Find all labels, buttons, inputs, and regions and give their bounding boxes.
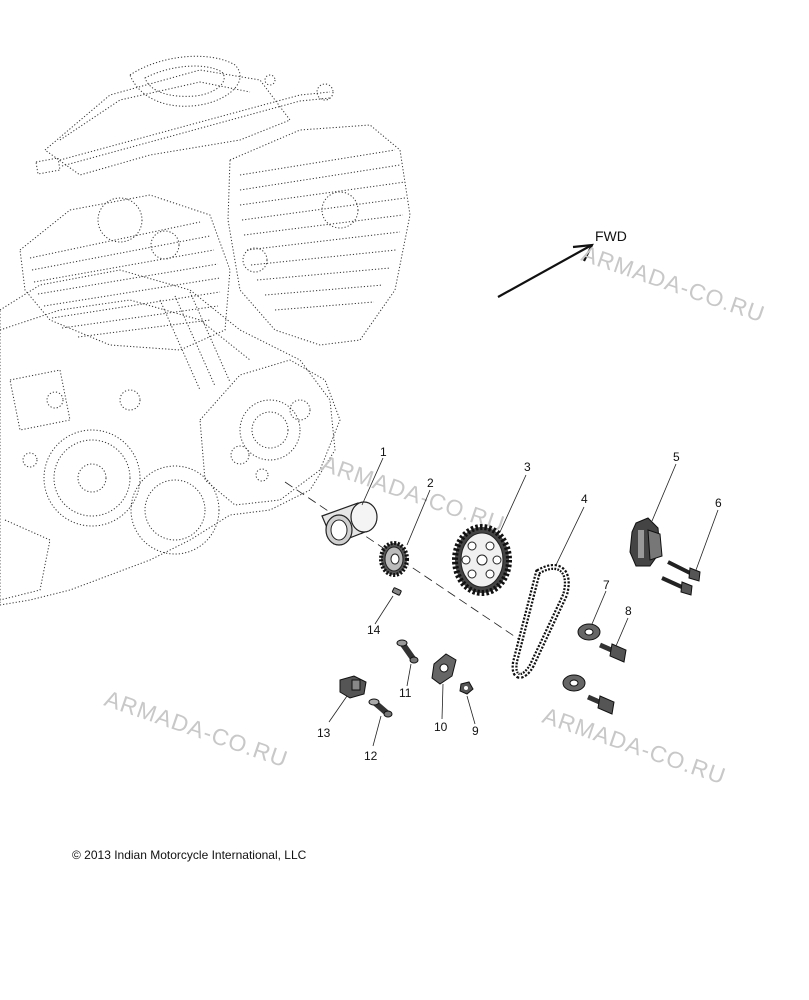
part-13-sensor (339, 675, 367, 699)
part-7-washer-lower (562, 674, 586, 692)
forward-direction-arrow: FWD (497, 228, 627, 298)
callout-9: 9 (472, 724, 479, 738)
part-3-cam-sprocket (452, 524, 512, 596)
callout-8: 8 (625, 604, 632, 618)
part-10-bracket (431, 653, 457, 685)
callout-6: 6 (715, 496, 722, 510)
part-12-dowel (368, 698, 393, 718)
callout-1: 1 (380, 445, 387, 459)
part-8-bolt-upper (598, 642, 627, 663)
callout-4: 4 (581, 492, 588, 506)
part-7-washer (577, 623, 601, 641)
copyright-notice: © 2013 Indian Motorcycle International, … (72, 848, 307, 862)
part-2-drive-sprocket (379, 541, 409, 577)
part-9-nut (459, 681, 474, 695)
part-1-sleeve (321, 501, 378, 546)
callout-3: 3 (524, 460, 531, 474)
part-11-pin (396, 639, 419, 664)
callout-10: 10 (434, 720, 448, 734)
callout-13: 13 (317, 726, 331, 740)
callout-12: 12 (364, 749, 378, 763)
callout-14: 14 (367, 623, 381, 637)
watermark-1: ARMADA-CO.RU (578, 240, 768, 327)
callout-numbers: 1 2 3 4 5 6 7 8 9 10 11 12 13 14 (317, 445, 722, 763)
fwd-label: FWD (595, 228, 627, 244)
engine-illustration (0, 55, 411, 606)
part-14-key (391, 587, 402, 596)
part-8-bolt-lower (586, 694, 615, 715)
callout-7: 7 (603, 578, 610, 592)
watermark-3: ARMADA-CO.RU (101, 685, 291, 772)
callout-2: 2 (427, 476, 434, 490)
watermark-4: ARMADA-CO.RU (539, 702, 729, 789)
part-5-tensioner (629, 517, 663, 567)
leader-lines (328, 457, 719, 747)
part-4-cam-chain (511, 564, 570, 679)
callout-5: 5 (673, 450, 680, 464)
callout-11: 11 (399, 686, 412, 700)
part-6-bolts (661, 560, 701, 596)
